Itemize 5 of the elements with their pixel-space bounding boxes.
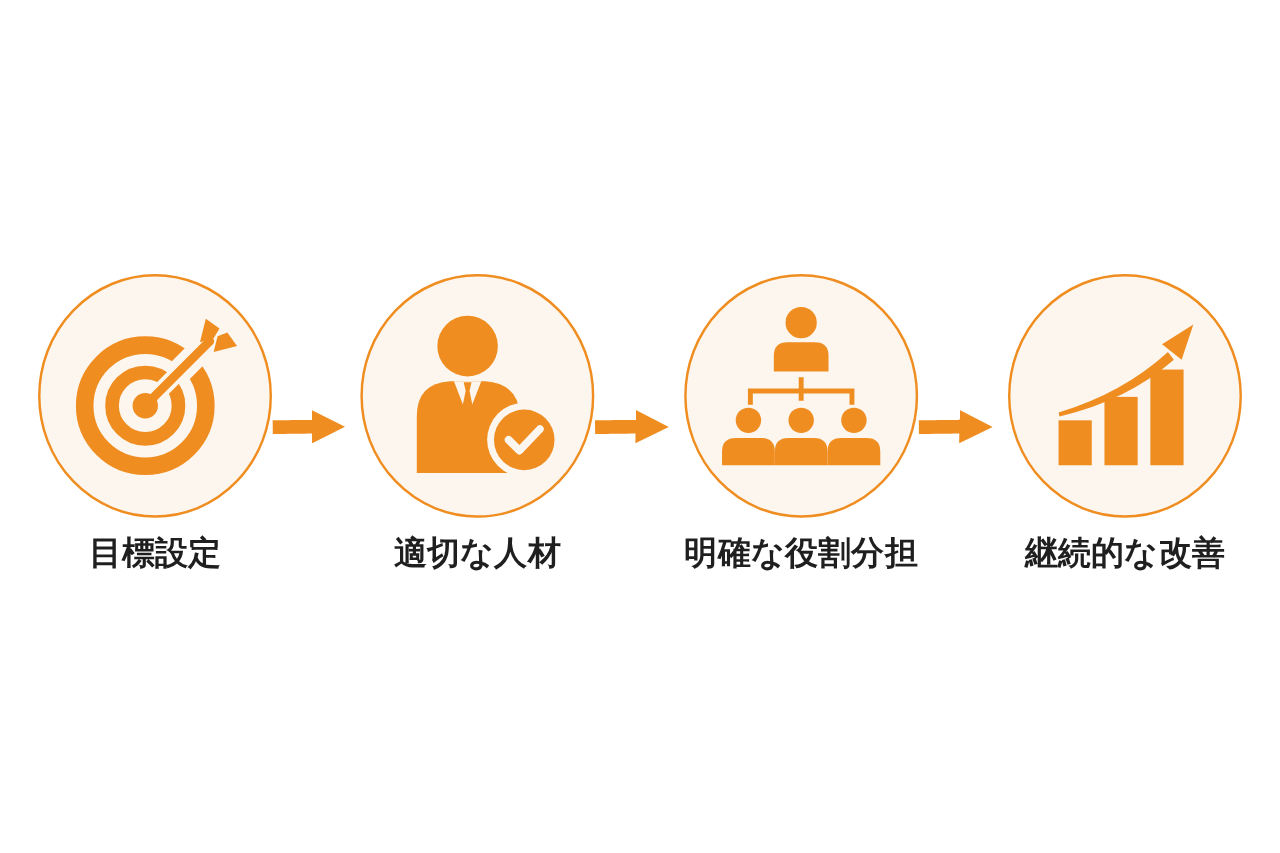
node-label: 目標設定 (88, 532, 222, 572)
node-label: 適切な人材 (393, 532, 561, 572)
arrow (592, 409, 669, 443)
node-label: 明確な役割分担 (684, 532, 918, 572)
node-label: 継続的な改善 (1024, 532, 1226, 572)
